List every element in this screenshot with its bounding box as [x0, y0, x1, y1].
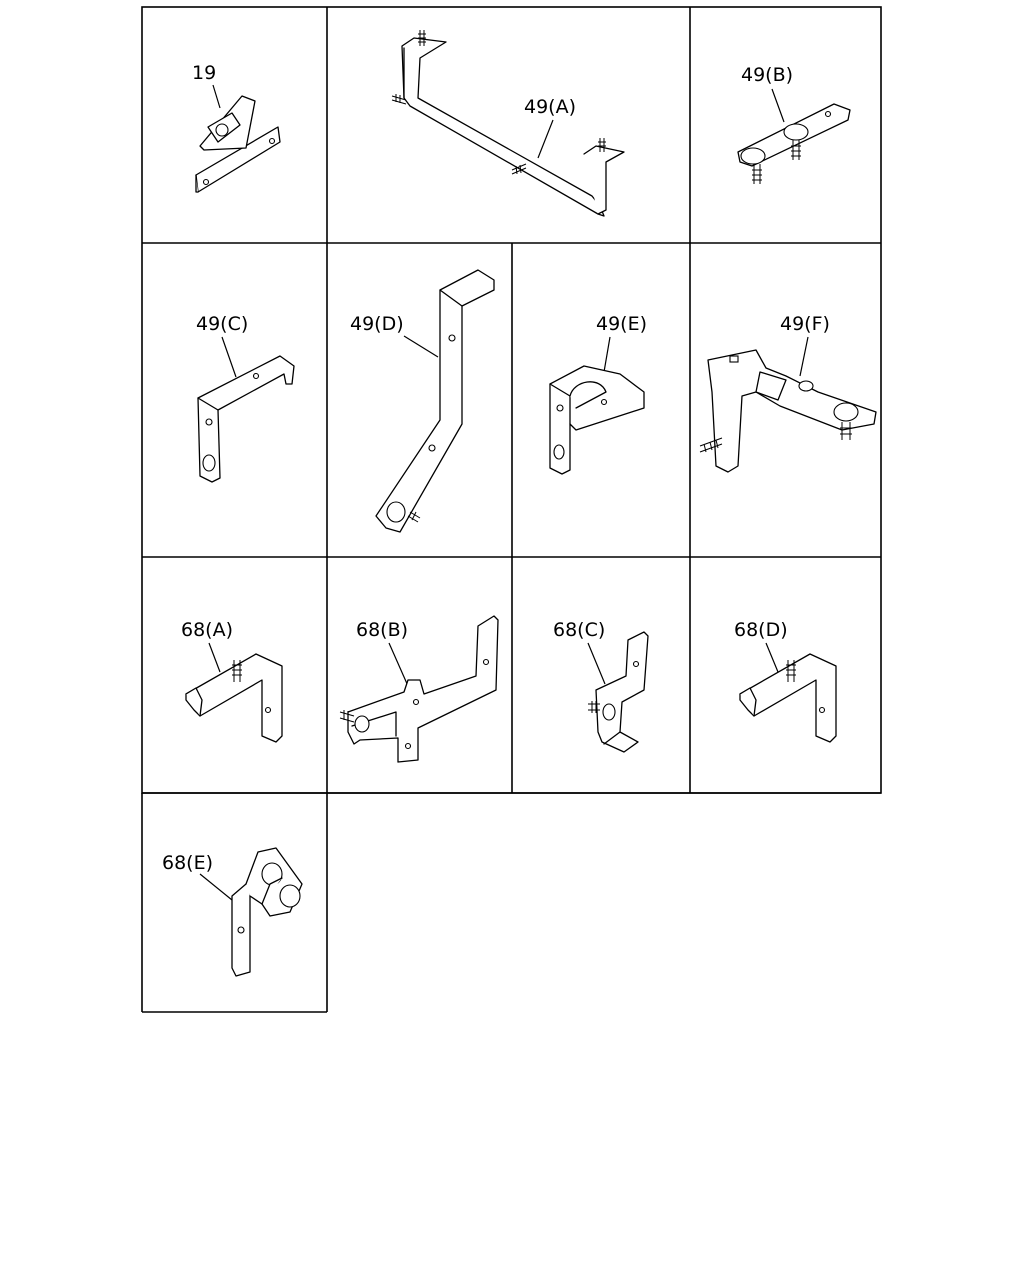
part-49e-leader	[603, 336, 611, 373]
part-49a-leader	[537, 119, 554, 159]
part-49d-cell: 49(D)	[350, 269, 495, 533]
part-19-drawing	[195, 95, 281, 193]
part-68e-drawing	[231, 847, 303, 977]
part-49f-drawing	[699, 349, 877, 473]
part-49d-label: 49(D)	[350, 313, 404, 335]
part-68c-label: 68(C)	[553, 619, 605, 641]
part-68a-cell: 68(A)	[181, 619, 283, 743]
part-49b-drawing	[737, 103, 851, 184]
part-49a-cell: 49(A)	[391, 30, 625, 217]
part-68e-cell: 68(E)	[162, 847, 303, 977]
part-68d-drawing	[739, 653, 837, 743]
part-49a-label: 49(A)	[524, 96, 576, 118]
part-19-leader	[212, 84, 221, 109]
part-68a-drawing	[185, 653, 283, 743]
part-49e-label: 49(E)	[596, 313, 647, 335]
part-49a-drawing	[391, 30, 625, 217]
part-49e-drawing	[549, 365, 645, 475]
cell-grid	[141, 6, 882, 1013]
part-49f-leader	[799, 336, 809, 377]
part-49b-label: 49(B)	[741, 64, 793, 86]
part-19-label: 19	[192, 62, 216, 84]
part-19-cell: 19	[192, 62, 281, 193]
part-49e-cell: 49(E)	[549, 313, 647, 475]
part-49b-cell: 49(B)	[737, 64, 851, 184]
part-68b-leader	[388, 642, 409, 687]
part-68c-leader	[587, 642, 606, 685]
part-68c-cell: 68(C)	[553, 619, 649, 753]
part-68b-cell: 68(B)	[339, 615, 499, 763]
part-68c-drawing	[588, 631, 649, 753]
part-68e-label: 68(E)	[162, 852, 213, 874]
part-68d-leader	[765, 642, 779, 673]
part-49f-label: 49(F)	[780, 313, 830, 335]
part-68a-label: 68(A)	[181, 619, 233, 641]
part-49c-label: 49(C)	[196, 313, 248, 335]
part-49f-cell: 49(F)	[699, 313, 877, 473]
part-49d-drawing	[375, 269, 495, 533]
part-49b-leader	[771, 88, 785, 123]
part-49c-drawing	[197, 355, 295, 483]
part-49d-leader	[403, 335, 439, 358]
part-68d-label: 68(D)	[734, 619, 788, 641]
part-68d-cell: 68(D)	[734, 619, 837, 743]
part-68b-drawing	[339, 615, 499, 763]
part-68b-label: 68(B)	[356, 619, 408, 641]
part-49c-cell: 49(C)	[196, 313, 295, 483]
part-49c-leader	[221, 336, 237, 378]
part-68e-leader	[199, 873, 233, 901]
part-68a-leader	[208, 642, 221, 673]
